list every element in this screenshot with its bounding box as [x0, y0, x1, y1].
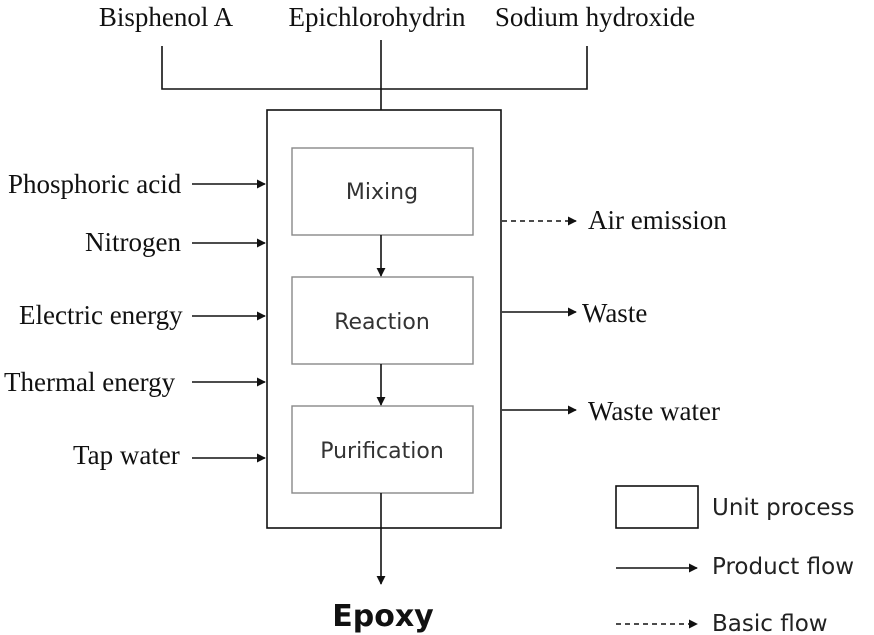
output-air-emission: Air emission: [588, 205, 727, 235]
input-phosphoric-acid: Phosphoric acid: [8, 169, 182, 199]
legend-unit-process-label: Unit process: [712, 495, 855, 521]
unit-label-reaction: Reaction: [334, 310, 430, 335]
input-electric-energy: Electric energy: [19, 300, 183, 330]
product-label: Epoxy: [332, 599, 434, 634]
raw-material-sodium-hydroxide: Sodium hydroxide: [495, 2, 695, 32]
legend-product-flow-label: Product flow: [712, 554, 854, 580]
legend-basic-flow-label: Basic flow: [712, 611, 828, 635]
unit-box-reaction: [291, 276, 474, 365]
raw-material-bisphenol-a: Bisphenol A: [99, 2, 234, 32]
unit-label-purification: Purification: [320, 439, 444, 464]
unit-box-mixing: [291, 147, 474, 236]
input-thermal-energy: Thermal energy: [4, 367, 176, 397]
output-waste-water: Waste water: [588, 396, 720, 426]
unit-box-purification: [291, 405, 474, 494]
output-waste: Waste: [582, 298, 647, 328]
unit-label-mixing: Mixing: [346, 180, 418, 205]
raw-material-epichlorohydrin: Epichlorohydrin: [289, 2, 466, 32]
legend: Unit process Product flow Basic flow: [615, 485, 855, 635]
input-nitrogen: Nitrogen: [85, 227, 181, 257]
input-tap-water: Tap water: [73, 440, 180, 470]
legend-unit-process-swatch: [615, 485, 699, 529]
raw-material-bracket: [161, 46, 588, 90]
